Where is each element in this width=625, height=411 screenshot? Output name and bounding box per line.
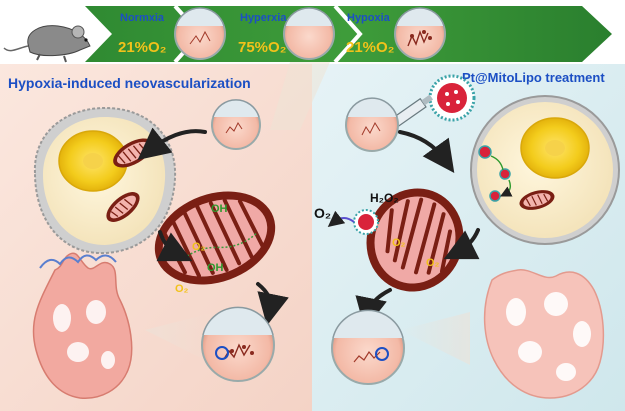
- label-oh-mid: OH: [207, 262, 224, 274]
- stage-oxygen-hyperxia: 75%O₂: [238, 39, 286, 56]
- label-o2-low: O₂: [175, 283, 189, 295]
- stage-name-hyperxia: Hyperxia: [240, 12, 287, 24]
- eye-icon: [174, 7, 226, 60]
- left-panel-title: Hypoxia-induced neovascularization: [8, 75, 251, 91]
- eye-icon: [345, 97, 399, 152]
- liposome-icon: [353, 209, 379, 235]
- vessel-network-icon: [32, 252, 133, 399]
- liposome-icon: [428, 74, 476, 122]
- eye-icon: [283, 7, 335, 60]
- label-o2-b: O₂: [426, 257, 440, 269]
- light-cone: [270, 62, 330, 130]
- stage-oxygen-hypoxia: 21%O₂: [346, 39, 394, 56]
- stage-name-normxia: Normxia: [120, 12, 165, 24]
- eye-icon: [201, 306, 275, 382]
- stage-name-hypoxia: Hypoxia: [347, 12, 391, 24]
- label-o2-a: O₂: [392, 237, 406, 249]
- light-cone: [400, 312, 470, 365]
- arrow-icon: [137, 127, 289, 326]
- cell-icon: [470, 95, 620, 245]
- eye-icon: [394, 7, 446, 60]
- eye-icon: [211, 99, 261, 150]
- stage-oxygen-normxia: 21%O₂: [118, 39, 166, 56]
- eye-icon: [331, 309, 405, 385]
- mouse-icon: [3, 25, 91, 63]
- light-cone: [145, 312, 215, 365]
- arrow-icon: [327, 210, 355, 227]
- label-oh-top: OH: [211, 203, 228, 215]
- cell-icon: [33, 106, 177, 255]
- vessel-network-icon: [483, 269, 605, 399]
- mitochondrion-icon: [366, 188, 464, 292]
- label-o2-big: O₂: [314, 205, 331, 221]
- label-o2-mid: O₂: [192, 241, 206, 253]
- label-h2o2: H₂O₂: [370, 191, 399, 205]
- right-panel-title: Pt@MitoLipo treatment: [462, 70, 605, 85]
